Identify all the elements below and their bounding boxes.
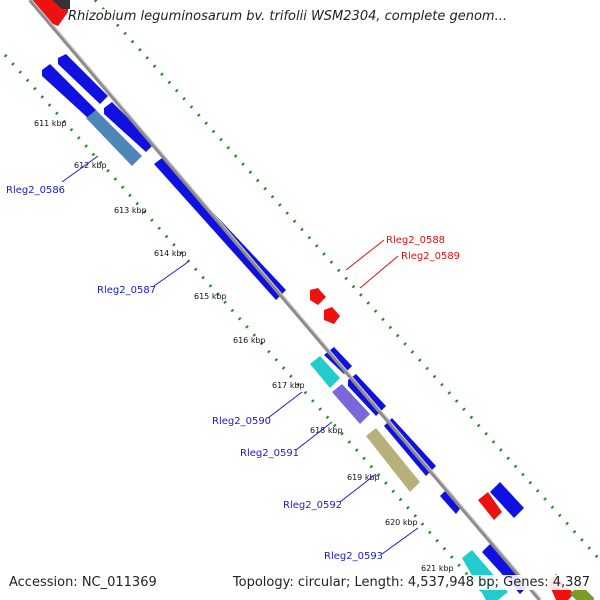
genome-backbone-highlight [31, 0, 542, 600]
gene-label-rleg2-0588[interactable]: Rleg2_0588 [386, 235, 445, 246]
gene-label-rleg2-0587[interactable]: Rleg2_0587 [97, 285, 156, 296]
inner-tick-dots [3, 54, 492, 600]
gene-labels: Rleg2_0586 Rleg2_0587 Rleg2_0588 Rleg2_0… [6, 185, 460, 562]
gene-arrow-0585b[interactable] [42, 64, 96, 118]
leader-rleg2-0593 [381, 527, 419, 555]
kbp-tick-labels: 611 kbp 612 kbp 613 kbp 614 kbp 615 kbp … [34, 119, 454, 573]
gene-label-rleg2-0593[interactable]: Rleg2_0593 [324, 551, 383, 562]
gene-arrow-0590[interactable] [310, 356, 340, 388]
gene-arrow-0589[interactable] [324, 307, 340, 324]
tick-dot-tracks [3, 0, 600, 600]
leader-rleg2-0586 [61, 155, 99, 183]
gene-arrow-blue-b[interactable] [490, 482, 524, 518]
map-title: Rhizobium leguminosarum bv. trifolii WSM… [68, 9, 507, 24]
gene-label-rleg2-0590[interactable]: Rleg2_0590 [212, 416, 271, 427]
kbp-tick-label: 611 kbp [34, 119, 67, 128]
gene-label-rleg2-0591[interactable]: Rleg2_0591 [240, 448, 299, 459]
genome-stats-text: Topology: circular; Length: 4,537,948 bp… [232, 575, 590, 590]
leader-rleg2-0587 [153, 261, 189, 287]
kbp-tick-label: 620 kbp [385, 518, 418, 527]
leader-rleg2-0588 [345, 239, 385, 271]
leader-rleg2-0590 [267, 391, 303, 419]
leader-rleg2-0589 [359, 255, 399, 289]
kbp-tick-label: 621 kbp [421, 564, 454, 573]
gene-arrow-0591[interactable] [332, 384, 370, 424]
genome-backbone [28, 0, 542, 600]
kbp-tick-label: 618 kbp [310, 426, 343, 435]
gene-arrow-top-gray[interactable] [52, 0, 70, 9]
gene-arrow-red-b[interactable] [478, 492, 502, 520]
leader-rleg2-0592 [339, 473, 377, 503]
gene-label-rleg2-0589[interactable]: Rleg2_0589 [401, 251, 460, 262]
gene-arrow-small-a[interactable] [440, 490, 462, 514]
gene-label-rleg2-0586[interactable]: Rleg2_0586 [6, 185, 65, 196]
gene-arrow-0586b[interactable] [104, 102, 154, 152]
gene-arrow-0585a[interactable] [58, 54, 108, 104]
leader-rleg2-0591 [295, 421, 333, 451]
outer-tick-dots [93, 0, 600, 562]
gene-leader-lines [61, 155, 419, 555]
kbp-tick-label: 614 kbp [154, 249, 187, 258]
kbp-tick-label: 616 kbp [233, 336, 266, 345]
gene-arrow-0586[interactable] [86, 110, 142, 166]
kbp-tick-label: 612 kbp [74, 161, 107, 170]
gene-label-rleg2-0592[interactable]: Rleg2_0592 [283, 500, 342, 511]
kbp-tick-label: 619 kbp [347, 473, 380, 482]
kbp-tick-label: 613 kbp [114, 206, 147, 215]
gene-arrow-0588[interactable] [310, 288, 326, 305]
kbp-tick-label: 615 kbp [194, 292, 227, 301]
kbp-tick-label: 617 kbp [272, 381, 305, 390]
gene-arrow-0592[interactable] [366, 428, 420, 492]
accession-text: Accession: NC_011369 [9, 575, 157, 590]
